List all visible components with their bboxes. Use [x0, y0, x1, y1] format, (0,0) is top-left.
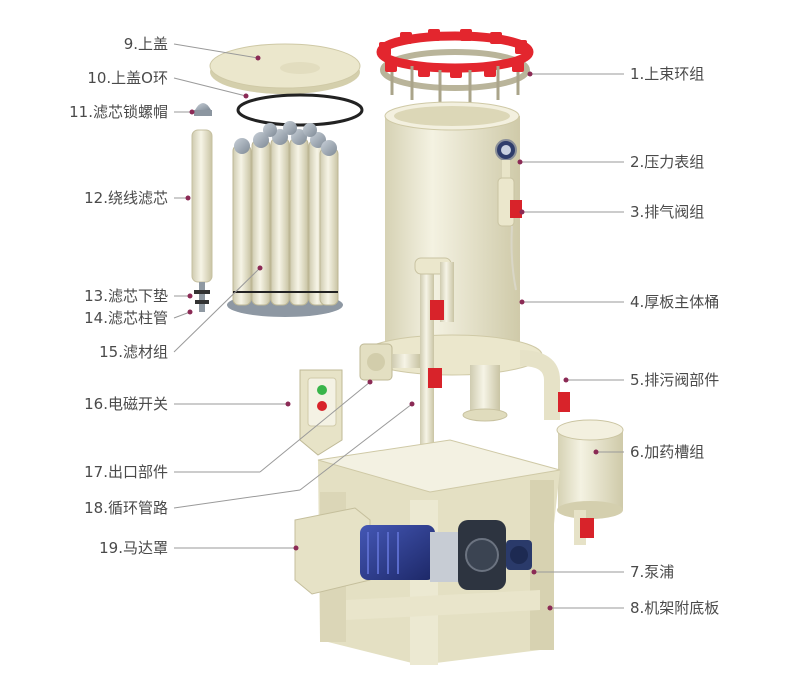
- label-solenoid-switch: 16.电磁开关: [84, 395, 168, 413]
- leader-dots: [185, 55, 599, 611]
- label-clamp-ring: 1.上束环组: [630, 65, 705, 83]
- label-motor-cover: 19.马达罩: [99, 539, 168, 557]
- label-frame-base: 8.机架附底板: [630, 599, 720, 617]
- label-dosing-tank: 6.加药槽组: [630, 443, 705, 461]
- label-cartridge-post: 14.滤芯柱管: [84, 309, 168, 327]
- label-pressure-gauge: 2.压力表组: [630, 153, 705, 171]
- filter-lock-nut: [194, 103, 212, 116]
- label-cartridge-pad: 13.滤芯下垫: [84, 287, 168, 305]
- drain-valve: [519, 350, 570, 420]
- motor: [360, 525, 460, 582]
- label-drain-valve: 5.排污阀部件: [630, 371, 720, 389]
- label-wound-cartridge: 12.绕线滤芯: [84, 189, 168, 207]
- leader-lines: [173, 43, 624, 609]
- label-pump: 7.泵浦: [630, 563, 675, 581]
- top-lid: [209, 43, 361, 94]
- label-lid-o-ring: 10.上盖O环: [87, 69, 168, 87]
- pressure-gauge: [495, 139, 517, 178]
- vent-valve: [497, 177, 522, 291]
- solenoid-switch: [299, 369, 343, 456]
- lid-o-ring: [236, 93, 364, 127]
- label-vent-valve: 3.排气阀组: [630, 203, 705, 221]
- label-main-barrel: 4.厚板主体桶: [630, 293, 720, 311]
- clamp-ring: [376, 29, 534, 104]
- label-outlet-part: 17.出口部件: [84, 463, 168, 481]
- label-filter-lock-nut: 11.滤芯锁螺帽: [69, 103, 168, 121]
- pump: [458, 520, 532, 590]
- label-filter-media-set: 15.滤材组: [99, 343, 168, 361]
- wound-cartridge: [191, 129, 213, 283]
- motor-cover: [294, 507, 371, 595]
- dosing-tank: [556, 419, 624, 545]
- cartridge-post: [194, 282, 210, 312]
- outlet-part: [359, 343, 420, 381]
- label-top-lid: 9.上盖: [123, 35, 168, 53]
- label-circulation-pipe: 18.循环管路: [84, 499, 168, 517]
- filter-media-set: [227, 121, 343, 317]
